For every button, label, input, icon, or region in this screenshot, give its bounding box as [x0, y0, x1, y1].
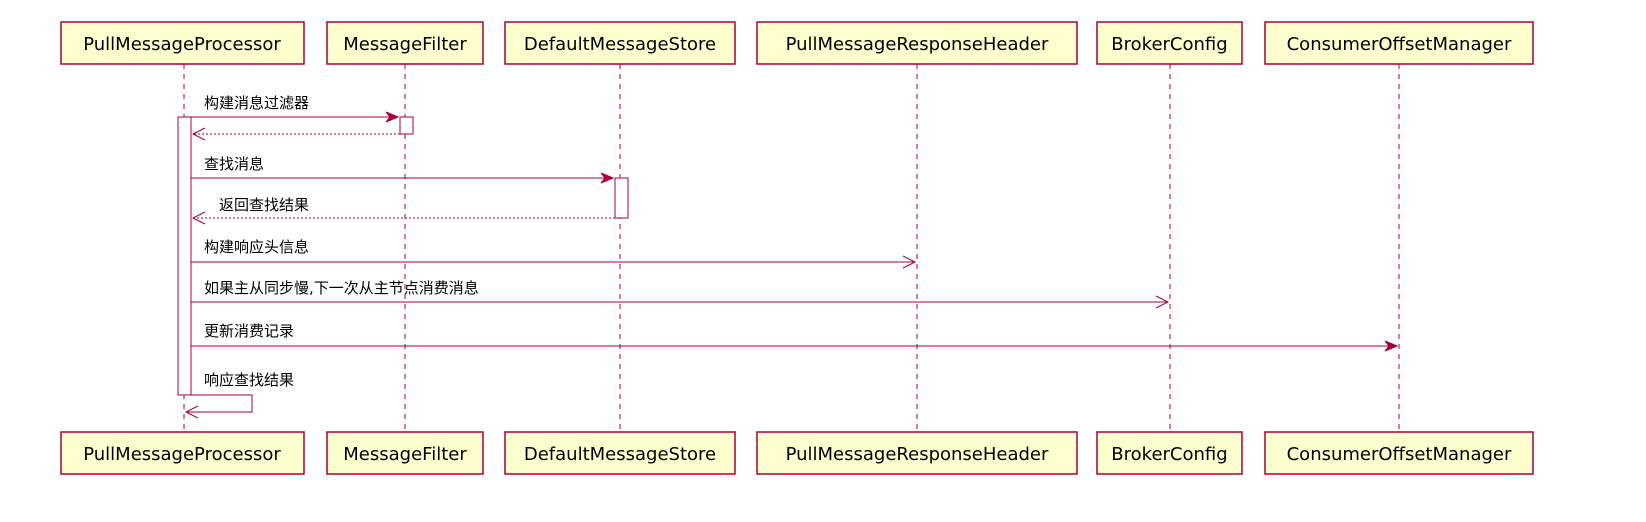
- message-self-response: 响应查找结果: [184, 371, 294, 419]
- activation-pullmessageprocessor: [177, 116, 192, 396]
- participant-label: ConsumerOffsetManager: [1287, 34, 1512, 55]
- participant-top-defaultmessagestore: DefaultMessageStore: [504, 21, 736, 65]
- message-update-offset: 更新消费记录: [191, 322, 1399, 352]
- message-label: 构建消息过滤器: [204, 94, 309, 112]
- participant-label: BrokerConfig: [1111, 34, 1227, 55]
- participant-top-brokerconfig: BrokerConfig: [1096, 21, 1243, 65]
- message-find-return: 返回查找结果: [191, 196, 615, 225]
- participant-label: MessageFilter: [343, 444, 467, 465]
- message-filter-return: [191, 127, 400, 141]
- participant-bottom-defaultmessagestore: DefaultMessageStore: [504, 431, 736, 475]
- message-label: 查找消息: [204, 155, 264, 173]
- participant-label: PullMessageProcessor: [83, 34, 281, 55]
- participant-top-consumeroffsetmanager: ConsumerOffsetManager: [1264, 21, 1534, 65]
- participant-bottom-messagefilter: MessageFilter: [326, 431, 484, 475]
- participant-bottom-brokerconfig: BrokerConfig: [1096, 431, 1243, 475]
- participant-bottom-pullmessageprocessor: PullMessageProcessor: [60, 431, 305, 475]
- participant-label: DefaultMessageStore: [524, 444, 716, 465]
- participant-label: DefaultMessageStore: [524, 34, 716, 55]
- participant-bottom-consumeroffsetmanager: ConsumerOffsetManager: [1264, 431, 1534, 475]
- activation-defaultmessagestore: [614, 177, 629, 219]
- participant-top-pullmessageresponseheader: PullMessageResponseHeader: [756, 21, 1078, 65]
- message-find: 查找消息: [191, 155, 615, 184]
- message-label: 如果主从同步慢,下一次从主节点消费消息: [204, 279, 479, 297]
- message-label: 更新消费记录: [204, 322, 294, 340]
- message-label: 构建响应头信息: [204, 238, 309, 256]
- message-label: 响应查找结果: [204, 371, 294, 389]
- participant-label: PullMessageResponseHeader: [786, 34, 1049, 55]
- message-label: 返回查找结果: [219, 196, 309, 214]
- participant-bottom-pullmessageresponseheader: PullMessageResponseHeader: [756, 431, 1078, 475]
- participant-label: ConsumerOffsetManager: [1287, 444, 1512, 465]
- participant-top-pullmessageprocessor: PullMessageProcessor: [60, 21, 305, 65]
- participant-top-messagefilter: MessageFilter: [326, 21, 484, 65]
- message-build-response-header: 构建响应头信息: [191, 238, 917, 269]
- participant-label: PullMessageProcessor: [83, 444, 281, 465]
- activation-messagefilter: [399, 116, 414, 135]
- participant-label: PullMessageResponseHeader: [786, 444, 1049, 465]
- message-build-filter: 构建消息过滤器: [184, 94, 400, 123]
- message-broker-config: 如果主从同步慢,下一次从主节点消费消息: [191, 279, 1170, 309]
- participant-label: BrokerConfig: [1111, 444, 1227, 465]
- participant-label: MessageFilter: [343, 34, 467, 55]
